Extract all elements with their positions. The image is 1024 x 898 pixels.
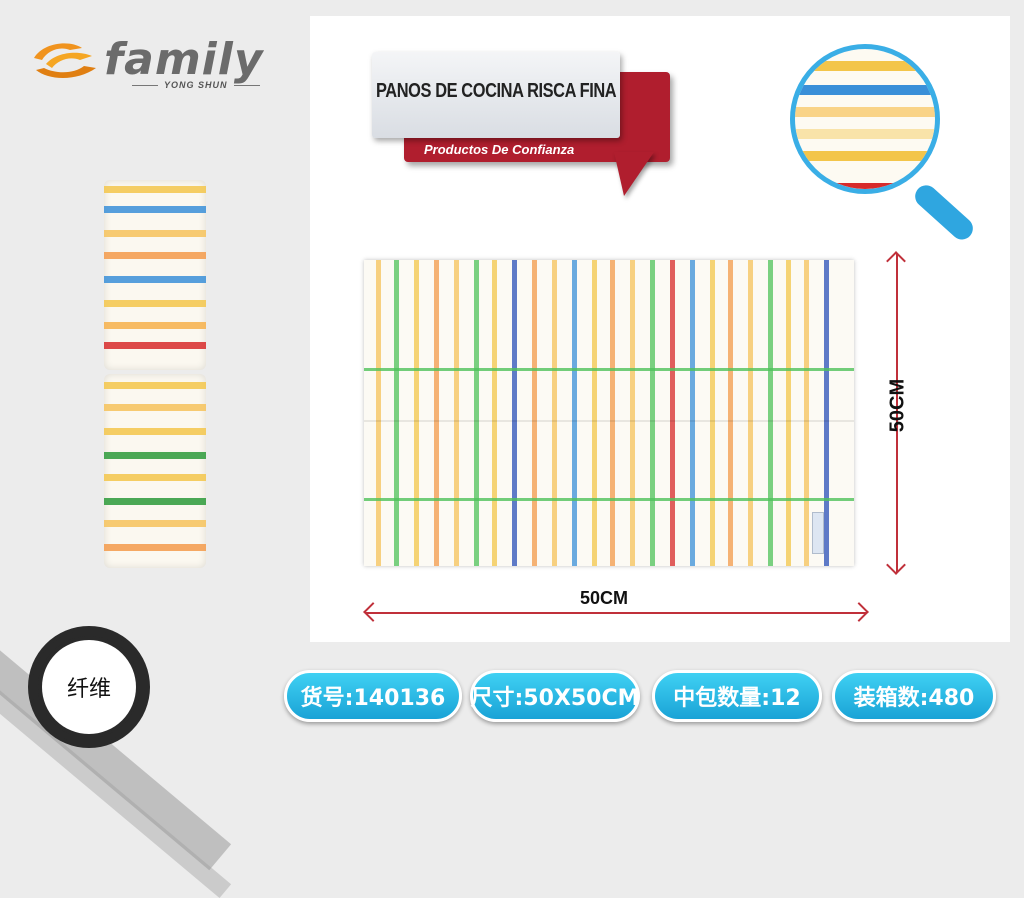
carton-qty-value: 装箱数:480 — [853, 686, 975, 711]
brand-logo: family YONG SHUN — [30, 34, 270, 94]
banner-tail — [614, 152, 654, 196]
green-band — [364, 498, 854, 501]
stripe — [610, 260, 615, 566]
stripe — [804, 260, 809, 566]
rolled-towel-top — [104, 180, 206, 370]
green-band — [364, 368, 854, 371]
logo-subtitle: YONG SHUN — [126, 80, 266, 90]
stripe — [768, 260, 773, 566]
stripe — [104, 498, 206, 505]
stripe — [104, 276, 206, 283]
height-arrow — [896, 254, 898, 572]
stripe — [104, 252, 206, 259]
stripe — [104, 404, 206, 411]
stripe — [104, 322, 206, 329]
stripe — [104, 230, 206, 237]
stripe — [748, 260, 753, 566]
stripe — [650, 260, 655, 566]
stripe — [592, 260, 597, 566]
stripe — [104, 342, 206, 349]
stripe — [795, 107, 935, 117]
stripe — [104, 186, 206, 193]
stripe — [795, 129, 935, 139]
stripe — [474, 260, 479, 566]
product-title: PANOS DE COCINA RISCA FINA — [376, 80, 617, 102]
stripe — [104, 452, 206, 459]
product-tagline: Productos De Confianza — [424, 142, 575, 157]
stripe — [104, 474, 206, 481]
stripe — [572, 260, 577, 566]
carton-qty-pill: 装箱数:480 — [832, 670, 996, 722]
logo-wordmark: family — [104, 34, 264, 85]
stripe — [394, 260, 399, 566]
size-pill: 尺寸:50X50CM — [470, 670, 640, 722]
towel-label-tag — [812, 512, 824, 554]
item-number-pill: 货号:140136 — [284, 670, 462, 722]
stripe — [630, 260, 635, 566]
stripe — [454, 260, 459, 566]
stripe — [104, 382, 206, 389]
width-arrow — [366, 612, 866, 614]
stripe — [104, 520, 206, 527]
badge-text: 纤维 — [66, 677, 111, 702]
towel-image — [364, 260, 854, 566]
stripe — [795, 61, 935, 71]
item-number: 货号:140136 — [300, 686, 446, 711]
magnifier-icon — [790, 44, 940, 194]
stripe — [670, 260, 675, 566]
height-label: 50CM — [886, 378, 909, 433]
stripe — [492, 260, 497, 566]
inner-pack-pill: 中包数量:12 — [652, 670, 822, 722]
towel-fold — [364, 420, 854, 422]
stripe — [710, 260, 715, 566]
badge-inner: 纤维 — [42, 640, 136, 734]
inner-pack-value: 中包数量:12 — [673, 686, 801, 711]
stripe — [795, 151, 935, 161]
stripe — [795, 85, 935, 95]
stripe — [104, 300, 206, 307]
stripe — [824, 260, 829, 566]
banner-title-card — [372, 52, 620, 138]
stripe — [795, 183, 935, 189]
size-value: 尺寸:50X50CM — [470, 686, 640, 711]
stripe — [376, 260, 381, 566]
stripe — [552, 260, 557, 566]
logo-mark-icon — [34, 43, 96, 78]
stripe — [104, 544, 206, 551]
rolled-towel-bottom — [104, 374, 206, 568]
stripe — [690, 260, 695, 566]
stripe — [786, 260, 791, 566]
stripe — [512, 260, 517, 566]
stripe — [414, 260, 419, 566]
stripe — [104, 206, 206, 213]
material-badge: 纤维 — [28, 626, 150, 748]
stripe — [434, 260, 439, 566]
stripe — [104, 428, 206, 435]
stripe — [728, 260, 733, 566]
stripe — [532, 260, 537, 566]
width-label: 50CM — [580, 588, 629, 608]
